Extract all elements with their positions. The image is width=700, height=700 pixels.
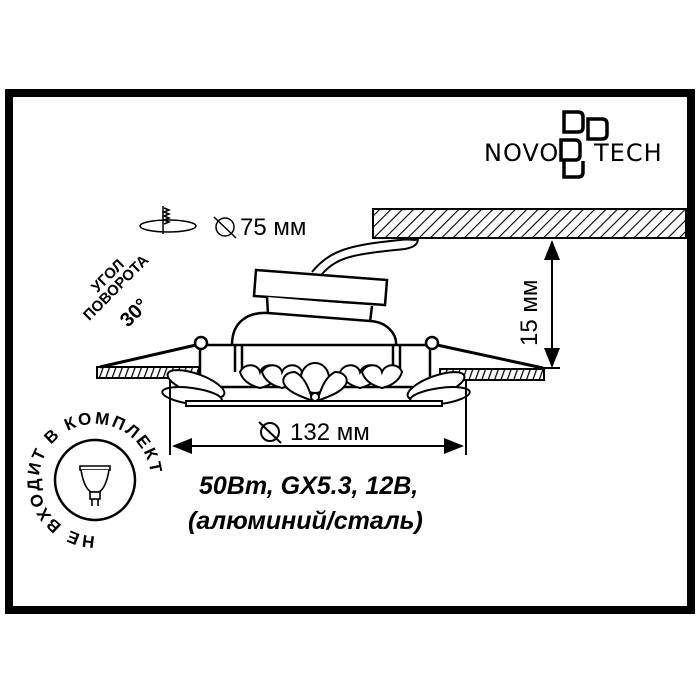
spec-line-1: 50Вт, GX5.3, 12В, — [199, 472, 419, 500]
reflector-dome — [230, 311, 398, 346]
rotation-angle-value: 30° — [116, 294, 153, 332]
power-cable — [311, 237, 419, 275]
ceiling-cutout-icon — [139, 206, 237, 239]
logo-text-right: TECH — [594, 139, 663, 167]
recess-depth-label: 15 мм — [516, 279, 543, 346]
spec-line-2: (алюминий/сталь) — [188, 507, 423, 535]
logo-mark — [559, 110, 609, 179]
mr16-bulb-icon — [79, 465, 111, 506]
outer-diameter-label: 132 мм — [290, 419, 370, 446]
ceiling-slab — [372, 208, 687, 239]
cutout-diameter-label: 75 мм — [240, 214, 307, 241]
logo-text-left: NOVO — [484, 139, 560, 167]
rotation-angle-note: УГОЛ ПОВОРОТА 30° — [58, 236, 168, 346]
diagram-frame — [5, 89, 695, 614]
dimension-15 — [543, 240, 560, 369]
lamp-badge — [53, 438, 137, 522]
dimension-132 — [169, 380, 467, 455]
brand-logo: NOVO TECH — [484, 109, 674, 179]
decorative-rim — [161, 362, 471, 407]
